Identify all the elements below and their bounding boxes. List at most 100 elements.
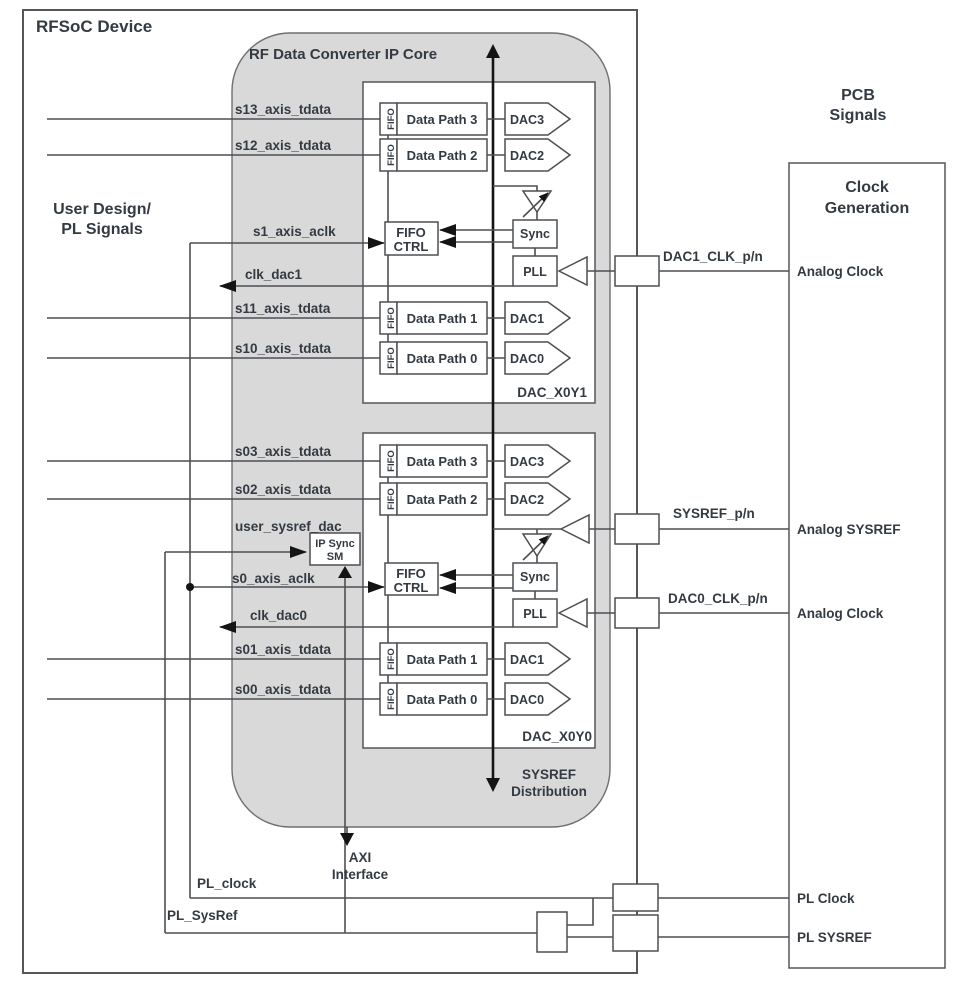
tile1-sync-label: Sync: [520, 227, 550, 241]
tile1-sync-box: [512, 219, 558, 249]
tile0-fifo1-label: FIFO: [386, 648, 397, 670]
sysref-distribution-label-2: Distribution: [511, 784, 587, 799]
axi-interface-label-2: Interface: [332, 867, 389, 882]
dac1-clk-pad: [614, 255, 660, 287]
tile0-sync-label: Sync: [520, 570, 550, 584]
tile0-fifo2-label: FIFO: [386, 488, 397, 510]
sysref-buffer-icon: [559, 513, 590, 545]
tile1-fifo0-label: FIFO: [386, 347, 397, 369]
tile1-dac2-label: DAC2: [510, 149, 544, 163]
tile0-dac1-pentagon: [504, 642, 572, 676]
variable-delay-arrow-icon: [522, 535, 549, 561]
clock-generation-label-2: Generation: [825, 200, 909, 217]
analog-sysref-label: Analog SYSREF: [797, 522, 901, 537]
down-arrow-icon: [486, 778, 500, 792]
ip-sync-sm-box: [309, 532, 361, 566]
tile1-fifo2-label: FIFO: [386, 144, 397, 166]
tile1-pll-box: [512, 255, 558, 287]
pcb-signals-label-1: PCB: [841, 87, 875, 104]
dac0-clk-pn-label: DAC0_CLK_p/n: [668, 591, 768, 606]
tile1-dac1-label: DAC1: [510, 312, 544, 326]
tile1-datapath2-label: Data Path 2: [407, 148, 478, 163]
pl-sysref-label: PL_SysRef: [167, 908, 238, 923]
tile0-pll-box: [512, 598, 558, 628]
tile0-dac2-pentagon: [504, 482, 572, 516]
tile0-dac3-label: DAC3: [510, 455, 544, 469]
tile1-tdata1-label: s11_axis_tdata: [235, 301, 331, 316]
variable-delay-arrow-icon: [522, 192, 549, 218]
tile0-datapath0-label: Data Path 0: [407, 692, 478, 707]
pl-clock-to-register-jog: [567, 898, 594, 926]
tile0-datapath1-box: [396, 642, 488, 676]
tile1-datapath3-box: [396, 102, 488, 136]
tile1-fifo1-label: FIFO: [386, 307, 397, 329]
junction-dot: [186, 583, 194, 591]
up-arrow-icon: [486, 44, 500, 58]
pcb-signals-label-2: Signals: [830, 107, 887, 124]
tile1-datapath2-box: [396, 138, 488, 172]
user-design-label-1: User Design/: [53, 201, 151, 218]
tile1-datapath0-box: [396, 341, 488, 375]
dac1-clk-pn-label: DAC1_CLK_p/n: [663, 249, 763, 264]
tile1-sysref-branch: [493, 185, 538, 191]
tile0-datapath0-box: [396, 682, 488, 716]
analog-clock-label-1: Analog Clock: [797, 264, 884, 279]
ip-sync-sm-label-1: IP Sync: [315, 538, 355, 550]
tile0-pll-label: PLL: [523, 607, 547, 621]
tile1-name: DAC_X0Y1: [517, 385, 587, 400]
tile1-tdata3-label: s13_axis_tdata: [235, 102, 332, 117]
tile0-datapath3-label: Data Path 3: [407, 454, 478, 469]
tile0-sync-box: [512, 562, 558, 592]
up-arrow-icon: [338, 566, 352, 578]
tile1-datapath1-label: Data Path 1: [407, 311, 478, 326]
tile0-name: DAC_X0Y0: [522, 729, 592, 744]
ip-sync-sm-label-2: SM: [327, 551, 344, 563]
tile1-fifo-ctrl-label-1: FIFO: [396, 225, 426, 240]
sysref-pn-label: SYSREF_p/n: [673, 506, 755, 521]
axi-interface-label-1: AXI: [349, 850, 372, 865]
tile0-dac0-label: DAC0: [510, 693, 544, 707]
tile1-fifo-ctrl-label-2: CTRL: [394, 239, 429, 254]
dac0-clk-pad: [614, 597, 660, 629]
tile1-tdata0-label: s10_axis_tdata: [235, 341, 332, 356]
tile0-fifo3-label: FIFO: [386, 450, 397, 472]
tile1-tdata2-label: s12_axis_tdata: [235, 138, 332, 153]
tile1-dac0-pentagon: [504, 341, 572, 375]
tile0-tdata1-label: s01_axis_tdata: [235, 642, 332, 657]
tile0-clkdac-label: clk_dac0: [250, 608, 307, 623]
tile0-dac2-label: DAC2: [510, 493, 544, 507]
tile0-tdata3-label: s03_axis_tdata: [235, 444, 332, 459]
sysref-pad: [614, 513, 660, 545]
tile0-datapath1-label: Data Path 1: [407, 652, 478, 667]
pl-sysref-capture-register: [536, 911, 568, 953]
tile0-fifo-ctrl-label-2: CTRL: [394, 580, 429, 595]
tile0-datapath3-box: [396, 444, 488, 478]
pl-clock-pin-label: PL Clock: [797, 891, 855, 906]
tile1-dac3-label: DAC3: [510, 113, 544, 127]
tile0-aclk-label: s0_axis_aclk: [232, 571, 315, 586]
tile1-fifo3-label: FIFO: [386, 108, 397, 130]
tile0-fifo0-label: FIFO: [386, 688, 397, 710]
user-design-label-2: PL Signals: [61, 221, 143, 238]
tile0-tdata2-label: s02_axis_tdata: [235, 482, 332, 497]
tile1-datapath3-label: Data Path 3: [407, 112, 478, 127]
tile0-user-sysref-label: user_sysref_dac: [235, 519, 342, 534]
clock-generation-box: [788, 162, 946, 969]
tile1-pll-label: PLL: [523, 265, 547, 279]
tile1-dac0-label: DAC0: [510, 352, 544, 366]
tile1-dac3-pentagon: [504, 102, 572, 136]
clock-generation-label-1: Clock: [845, 179, 889, 196]
tile1-fifo-ctrl-box: [384, 221, 439, 256]
tile1-aclk-label: s1_axis_aclk: [253, 224, 336, 239]
tile0-fifo-ctrl-label-1: FIFO: [396, 566, 426, 581]
tile1-datapath1-box: [396, 301, 488, 335]
device-title: RFSoC Device: [36, 17, 152, 36]
ip-core-title: RF Data Converter IP Core: [249, 46, 437, 63]
tile1-clkdac-label: clk_dac1: [245, 267, 303, 282]
pl-clock-label: PL_clock: [197, 876, 257, 891]
tile0-tdata0-label: s00_axis_tdata: [235, 682, 332, 697]
tile0-fifo-ctrl-box: [384, 562, 439, 596]
tile0-datapath2-box: [396, 482, 488, 516]
